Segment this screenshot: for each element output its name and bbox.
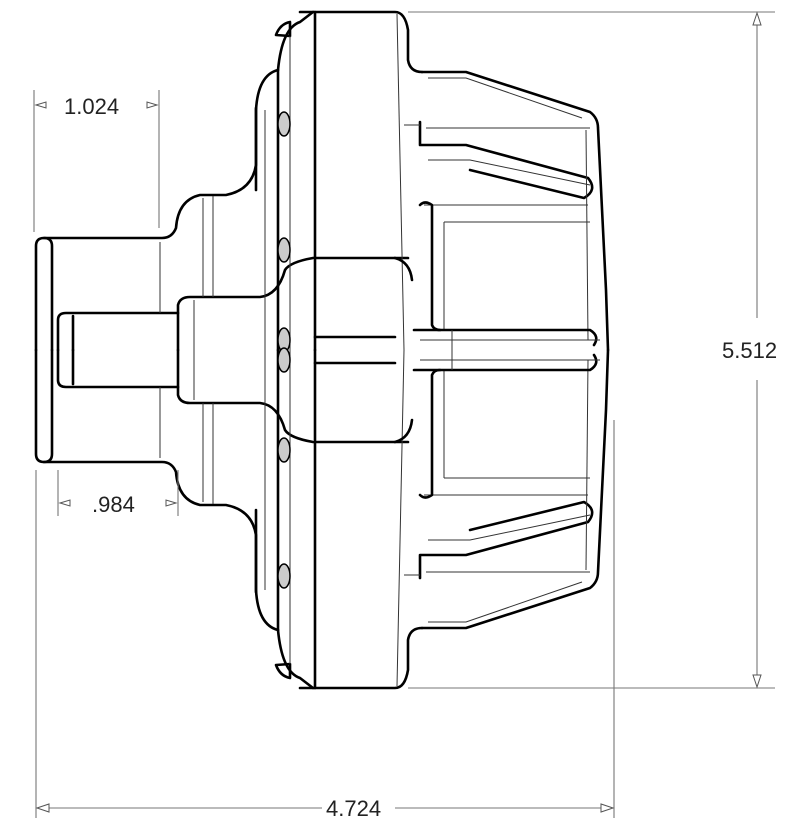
dimension-outer-pipe-length: 1.024 — [33, 90, 160, 232]
dimension-overall-length: 4.724 — [35, 420, 615, 821]
dimension-inner-pipe-length: .984 — [57, 470, 179, 517]
dimension-label-outer-pipe: 1.024 — [64, 94, 119, 119]
part-outline — [34, 10, 610, 690]
dimension-overall-height: 5.512 — [408, 11, 777, 689]
dimension-label-inner-pipe: .984 — [92, 492, 135, 517]
dimension-label-height: 5.512 — [722, 338, 777, 363]
dimension-label-length: 4.724 — [326, 796, 381, 821]
